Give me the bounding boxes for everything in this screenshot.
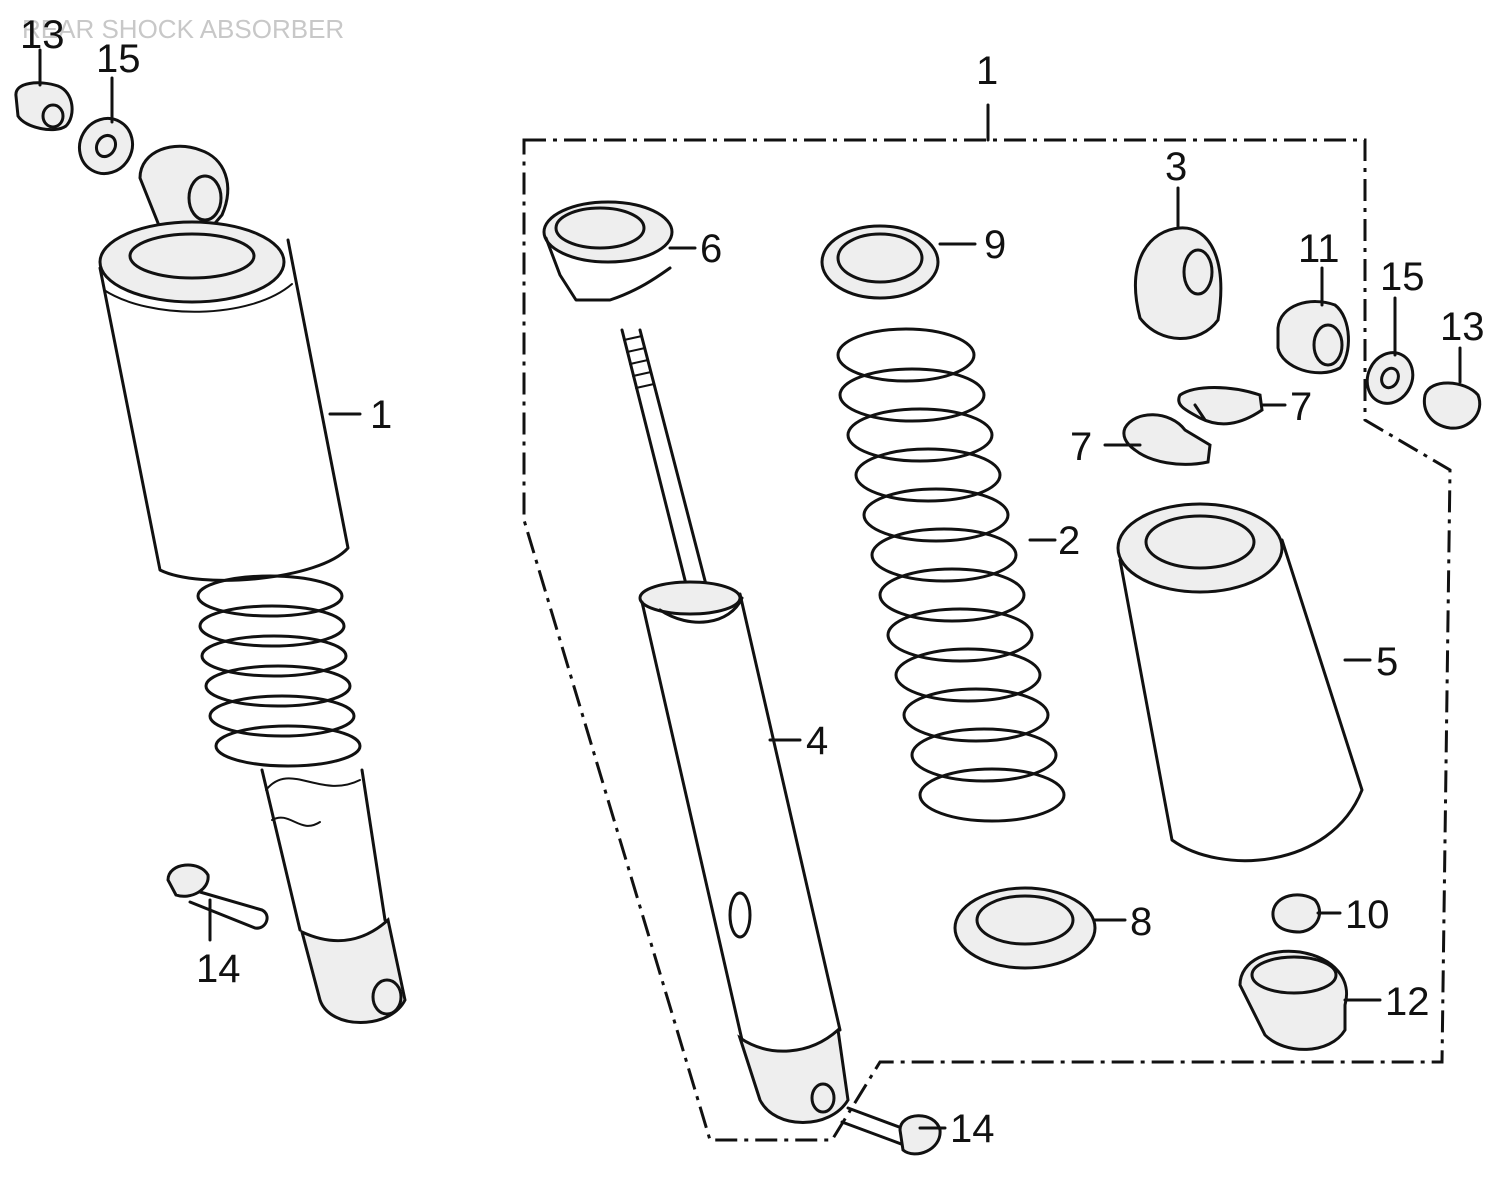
- rubber-eye: [1134, 226, 1223, 340]
- bushing: [1276, 300, 1350, 375]
- right-cap-nut: [1422, 381, 1482, 430]
- label-left-15: 15: [96, 37, 141, 81]
- label-3: 3: [1165, 145, 1187, 189]
- left-bolt: [166, 863, 269, 930]
- label-top-1: 1: [976, 49, 998, 93]
- collet-upper: [1177, 386, 1264, 426]
- stopper-plate: [542, 200, 674, 302]
- label-7-upper: 7: [1290, 385, 1312, 429]
- label-6: 6: [700, 227, 722, 271]
- exploded-view-boundary: [522, 138, 1452, 1142]
- label-4: 4: [806, 719, 828, 763]
- left-cap-nut: [14, 81, 74, 132]
- label-right-15: 15: [1380, 255, 1425, 299]
- lock-nut: [1271, 893, 1321, 934]
- main-spring: [836, 327, 1066, 823]
- label-5: 5: [1376, 640, 1398, 684]
- rubber-bump: [1238, 949, 1348, 1051]
- label-2: 2: [1058, 519, 1080, 563]
- diagram-title: REAR SHOCK ABSORBER: [22, 14, 344, 44]
- right-washer: [1365, 351, 1415, 405]
- label-12: 12: [1385, 980, 1430, 1024]
- label-7-lower: 7: [1070, 425, 1092, 469]
- leader-lines: [38, 48, 1462, 1130]
- label-right-13: 13: [1440, 305, 1485, 349]
- spring-cover: [1116, 502, 1364, 863]
- label-left-13: 13: [20, 13, 65, 57]
- label-left-14: 14: [196, 947, 241, 991]
- label-8: 8: [1130, 900, 1152, 944]
- label-left-1: 1: [370, 393, 392, 437]
- collet-lower: [1122, 413, 1212, 466]
- label-bottom-14: 14: [950, 1107, 995, 1151]
- label-9: 9: [984, 223, 1006, 267]
- assembled-shock-absorber: [98, 144, 407, 1024]
- left-washer: [77, 116, 135, 176]
- label-11: 11: [1298, 227, 1340, 271]
- bottom-bolt: [840, 1106, 942, 1156]
- label-10: 10: [1345, 893, 1390, 937]
- spring-seat-upper: [820, 224, 940, 300]
- damper-unit: [620, 328, 850, 1124]
- spring-seat-lower: [953, 886, 1097, 970]
